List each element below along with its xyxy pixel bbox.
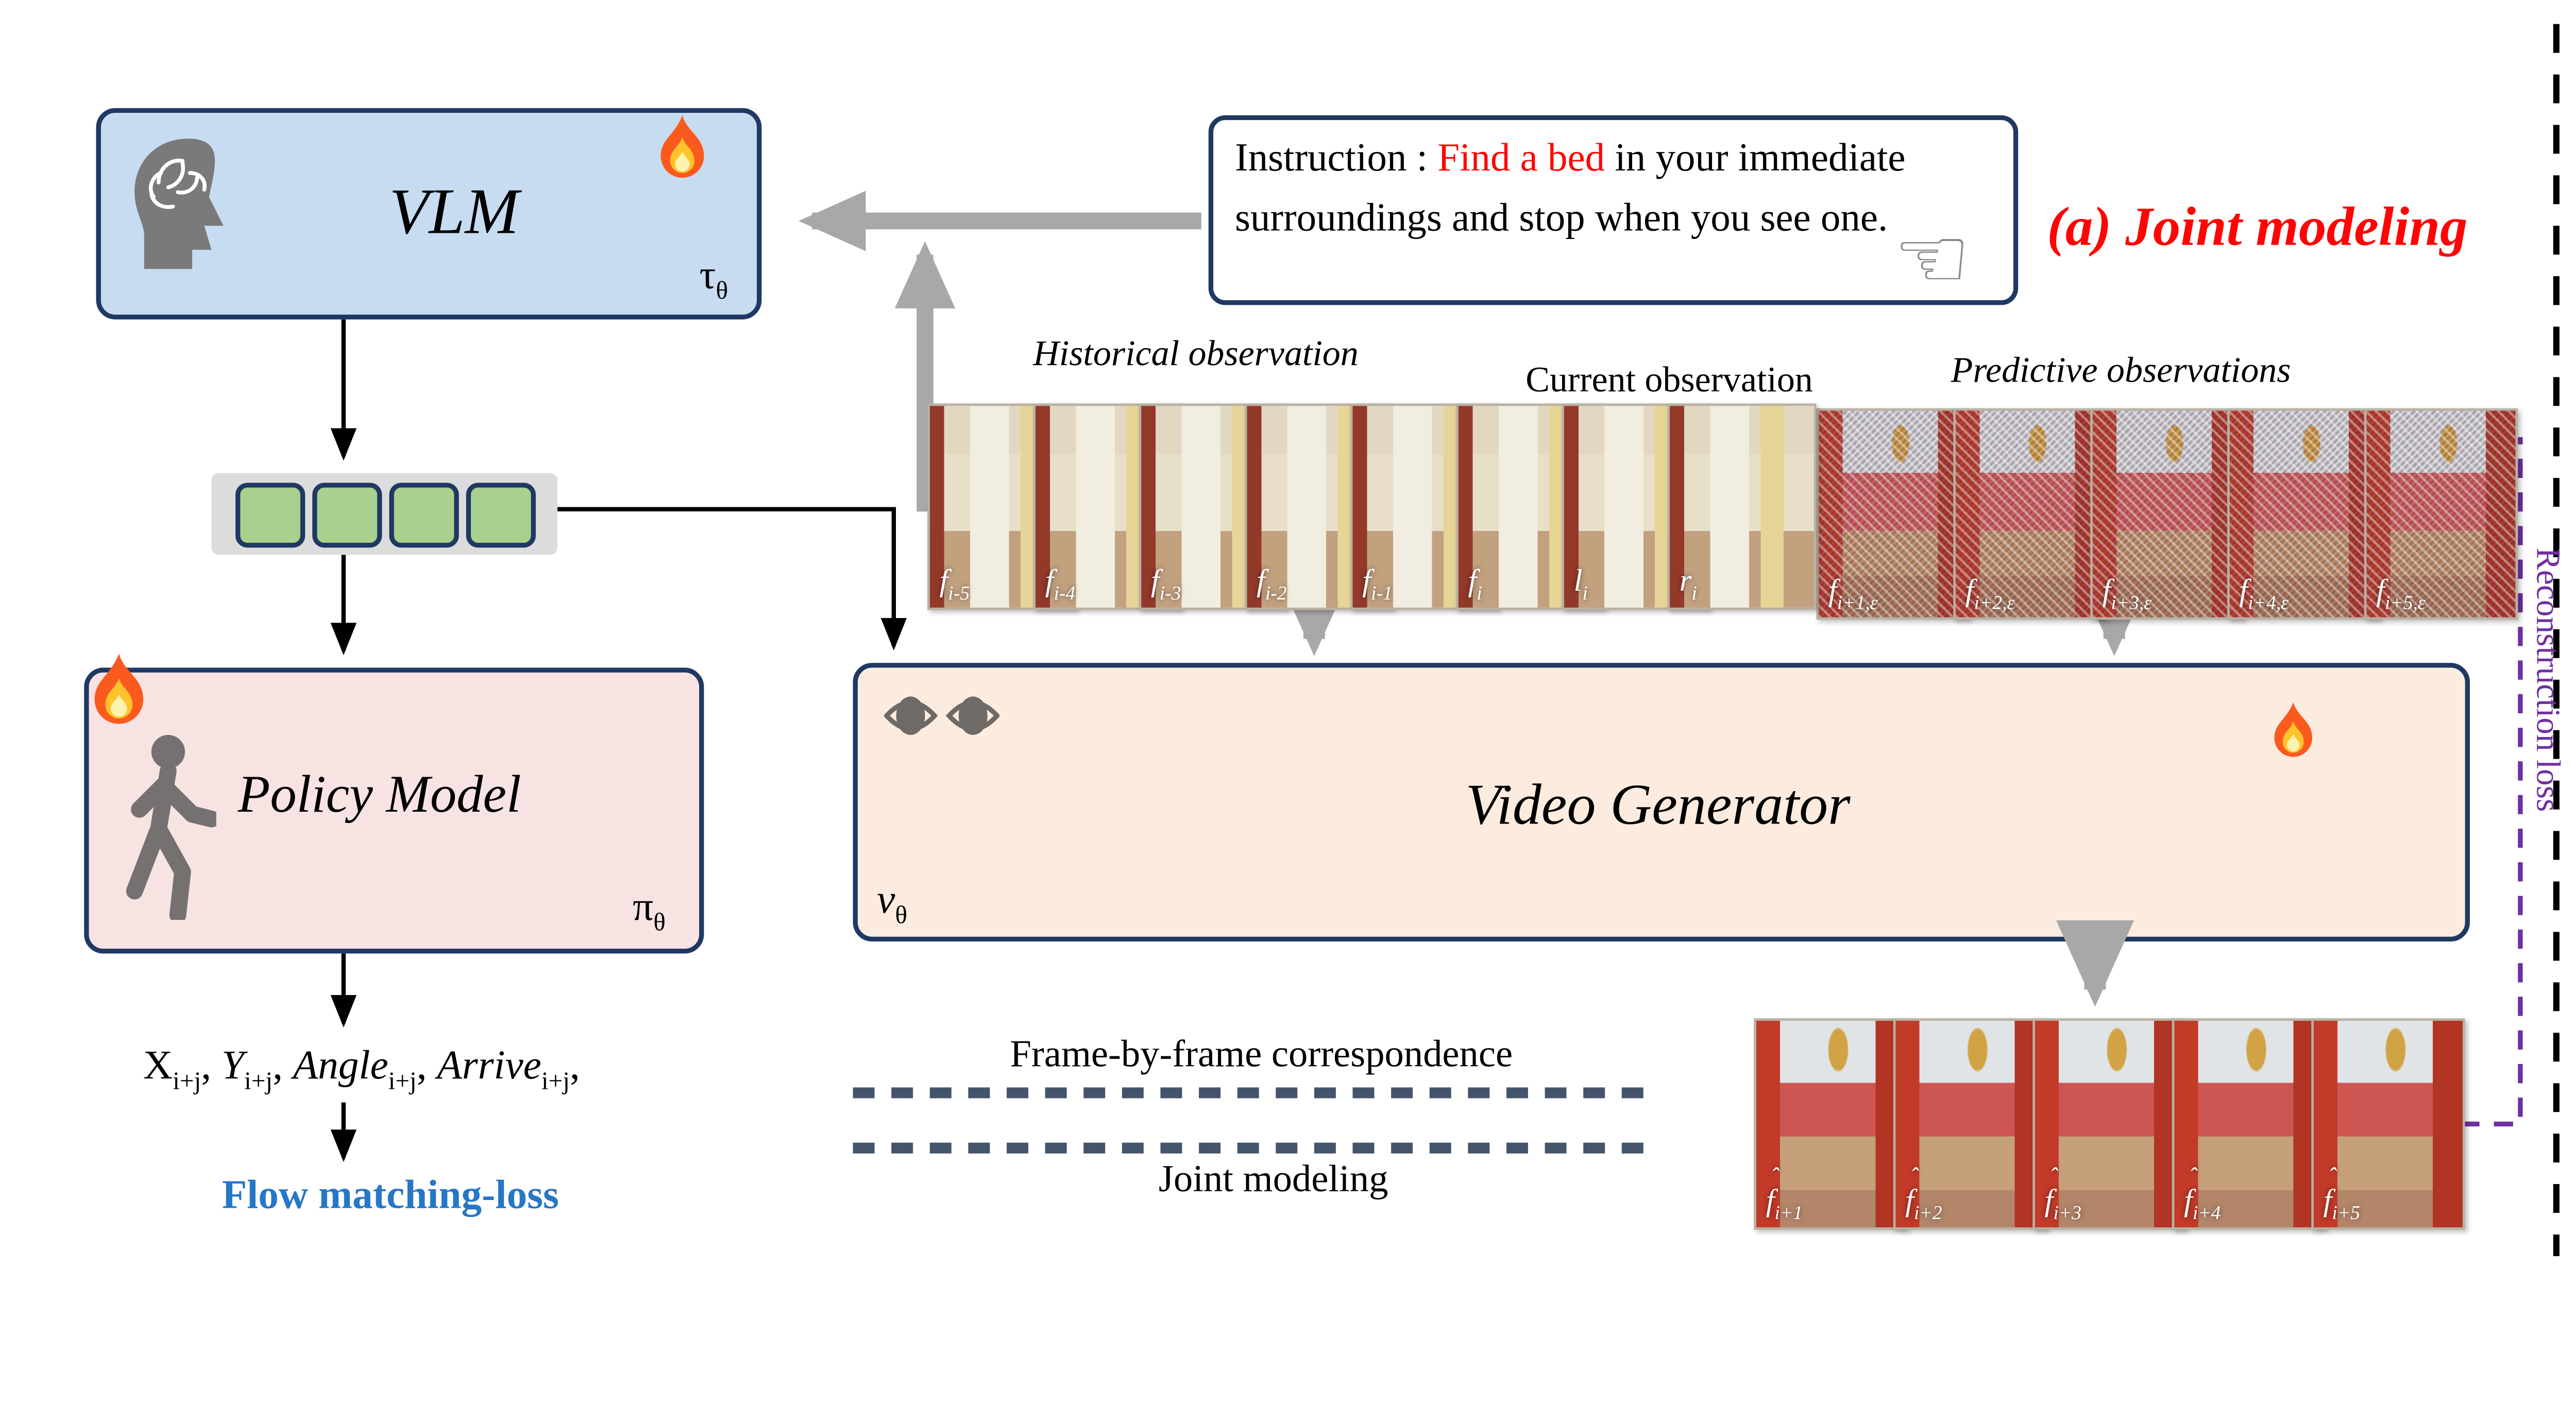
vg-symbol: νθ	[877, 876, 907, 930]
text-segment: i+j	[173, 1070, 201, 1097]
text-segment: Angle	[293, 1042, 388, 1088]
text-segment: ,	[273, 1042, 293, 1088]
frame-label: fi+3,ε	[2102, 572, 2152, 615]
text-segment: i+j	[244, 1070, 273, 1097]
frame-label: li	[1573, 562, 1588, 605]
observation-frame: fi+5,ε	[2364, 408, 2518, 620]
predictive-observations-label: Predictive observations	[1951, 353, 2291, 392]
frame-label: fi-1	[1362, 562, 1393, 605]
hat-accent: ˆ	[1770, 1166, 1779, 1192]
hat-accent: ˆ	[2049, 1166, 2058, 1192]
frame-label: fi+4,ε	[2239, 572, 2289, 615]
video-generator-label: Video Generator	[1465, 776, 1851, 838]
frame-label: fi+2,ε	[1965, 572, 2015, 615]
panel-a-title: (a) Joint modeling	[2047, 197, 2468, 257]
frame-label: fi	[1468, 562, 1482, 605]
text-segment: i+j	[388, 1070, 417, 1097]
text-segment: Arrive	[437, 1042, 541, 1088]
embedding-token	[388, 482, 458, 546]
frame-label: fi+5,ε	[2376, 572, 2426, 615]
frame-label: fi-2	[1256, 562, 1287, 605]
hat-accent: ˆ	[1910, 1166, 1918, 1192]
vlm-symbol: τθ	[699, 251, 728, 305]
text-segment: ,	[201, 1042, 222, 1088]
embedding-token	[234, 482, 304, 546]
text-segment: i+j	[541, 1070, 570, 1097]
brain-head-icon	[134, 139, 224, 269]
text-segment: Y	[221, 1042, 245, 1088]
text-segment: in your immediate surroundings and stop …	[1234, 134, 1906, 240]
frame-label: fi-3	[1150, 562, 1181, 605]
text-segment: X	[143, 1042, 173, 1088]
text-segment: Find a bed	[1437, 134, 1605, 180]
observation-frame: fi+4,ε	[2227, 408, 2381, 620]
observation-frame: fi+1,ε	[1816, 408, 1970, 620]
observation-frame: fi+2,ε	[1953, 408, 2107, 620]
hat-accent: ˆ	[2189, 1166, 2197, 1192]
walking-person-icon	[126, 735, 216, 920]
text-segment: ,	[569, 1042, 580, 1088]
policy-model-label: Policy Model	[238, 763, 521, 824]
flow-matching-loss-label: Flow matching-loss	[222, 1172, 559, 1218]
reconstruction-loss-label: Reconstruction loss	[2527, 547, 2564, 812]
instruction-text: Instruction : Find a bed in your immedia…	[1235, 130, 1980, 249]
policy-outputs-text: Xi+j, Yi+j, Anglei+j, Arrivei+j,	[43, 1042, 680, 1096]
observation-frame: fi+3,ε	[2090, 408, 2244, 620]
embedding-token	[465, 482, 535, 546]
observation-frame: ri	[1667, 403, 1817, 610]
text-segment: ,	[416, 1042, 437, 1088]
joint-modeling-label: Joint modeling	[1158, 1160, 1388, 1201]
video-generator-box: Video Generator νθ	[853, 663, 2470, 942]
frame-label: fi-4	[1045, 562, 1076, 605]
vlm-label: VLM	[389, 175, 519, 248]
fire-icon	[2274, 702, 2312, 757]
instruction-box: Instruction : Find a bed in your immedia…	[1208, 115, 2019, 305]
pointing-hand-icon: ☜	[1893, 211, 1971, 310]
policy-model-box: Policy Model πθ	[84, 667, 704, 954]
frame-label: ri	[1679, 562, 1697, 605]
embedding-token	[311, 482, 381, 546]
historical-observation-label: Historical observation	[1033, 336, 1359, 375]
hat-accent: ˆ	[2328, 1166, 2336, 1192]
fire-icon	[660, 115, 704, 178]
figure-canvas: VLM τθ Policy Model πθ Xi+j, Yi+j, Angle…	[43, 24, 2564, 1256]
frame-label: fi+1,ε	[1828, 572, 1878, 615]
correspondence-label: Frame-by-frame correspondence	[1010, 1035, 1513, 1076]
fire-icon	[94, 654, 144, 724]
current-observation-label: Current observation	[1526, 363, 1813, 401]
eyes-icon	[884, 696, 999, 735]
frame-label: fi-5	[939, 562, 970, 605]
text-segment: Instruction :	[1234, 134, 1438, 180]
policy-symbol: πθ	[633, 883, 666, 937]
vlm-token-row	[211, 473, 557, 555]
